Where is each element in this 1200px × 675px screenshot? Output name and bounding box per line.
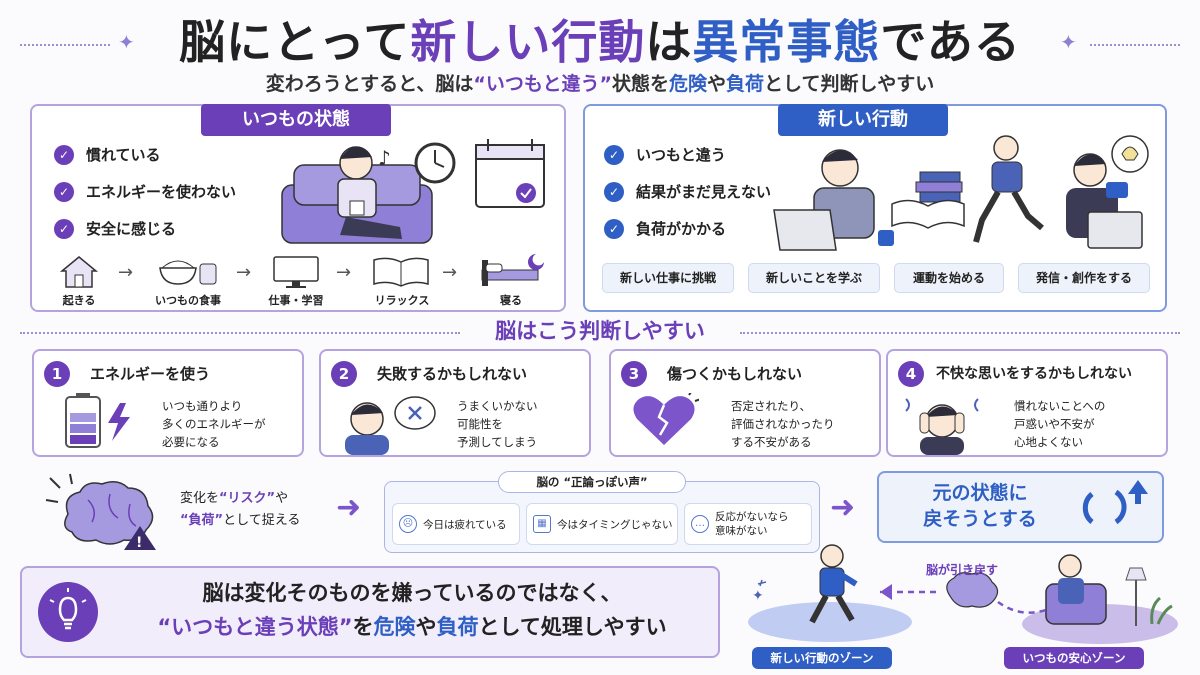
new-zone-label: 新しい行動のゾーン	[752, 647, 892, 669]
card-hurt: 3 傷つくかもしれない 否定されたり、評価されなかったりする不安がある	[609, 349, 881, 457]
card-desc: 慣れないことへの戸惑いや不安が心地よくない	[1014, 399, 1106, 449]
svg-text:♪: ♪	[378, 146, 391, 170]
usual-check-3: ✓安全に感じる	[54, 218, 176, 239]
refresh-cycle-icon	[1082, 480, 1148, 525]
arrow-right-icon: →	[336, 262, 352, 283]
card-number: 3	[621, 361, 647, 387]
lightbulb-icon	[38, 582, 98, 642]
summary-text: 脳は変化そのものを嫌っているのではなく、 “いつもと違う状態”を危険や負荷として…	[157, 581, 667, 639]
judge-divider-left	[20, 332, 460, 334]
arrow-right-icon: →	[236, 262, 252, 283]
example-new-job: 新しい仕事に挑戦	[602, 263, 734, 293]
new-check-3: ✓負荷がかかる	[604, 218, 726, 239]
battery-icon	[65, 393, 130, 448]
card-number: 2	[331, 361, 357, 387]
check-icon: ✓	[54, 218, 74, 239]
example-exercise: 運動を始める	[894, 263, 1004, 293]
flow-meal: いつもの食事	[155, 294, 221, 307]
page-subtitle: 変わろうとすると、脳は“いつもと違う”状態を危険や負荷として判断しやすい	[265, 73, 935, 95]
monitor-icon	[273, 256, 319, 288]
header-left-line	[20, 44, 110, 46]
worried-person-icon	[345, 396, 436, 455]
summary-box	[20, 566, 720, 658]
usual-check-1: ✓慣れている	[54, 144, 161, 165]
card-title: エネルギーを使う	[90, 365, 211, 383]
arrow-right-icon: ➜	[336, 490, 362, 525]
card-discomfort: 4 不快な思いをするかもしれない 慣れないことへの戸惑いや不安が心地よくない	[886, 349, 1168, 457]
flow-work: 仕事・学習	[268, 294, 324, 307]
speech-bubble-icon: …	[691, 515, 709, 533]
check-icon: ✓	[54, 181, 74, 202]
card-desc: 否定されたり、評価されなかったりする不安がある	[731, 399, 835, 449]
calendar-icon: ▦	[533, 515, 551, 533]
card-title: 不快な思いをするかもしれない	[936, 366, 1132, 382]
judge-title: 脳はこう判断しやすい	[495, 319, 705, 343]
svg-text:!: !	[136, 535, 142, 550]
house-icon	[59, 256, 99, 288]
new-action-illustration	[773, 135, 1149, 251]
check-icon: ✓	[604, 144, 624, 165]
voice-title: 脳の “正論っぽい声”	[498, 471, 686, 493]
voice-timing: ▦今はタイミングじゃない	[526, 503, 678, 545]
check-icon: ✓	[604, 181, 624, 202]
risk-text: 変化を“リスク”や “負荷”として捉える	[180, 491, 301, 528]
card-energy: 1 エネルギーを使う いつも通りより多くのエネルギーが必要になる	[32, 349, 304, 457]
sparkle-icon: ✦	[1060, 30, 1077, 54]
example-learn: 新しいことを学ぶ	[748, 263, 880, 293]
arrow-right-icon: ➜	[830, 490, 856, 525]
header-right-line	[1090, 44, 1180, 46]
page-title: 脳にとって新しい行動は異常事態である	[179, 15, 1021, 69]
new-check-1: ✓いつもと違う	[604, 144, 726, 165]
return-text: 元の状態に戻そうとする	[923, 482, 1037, 530]
stressed-person-icon	[905, 398, 979, 455]
card-title: 傷つくかもしれない	[667, 365, 803, 383]
pullback-label: 脳が引き戻す	[926, 563, 999, 577]
return-box	[877, 471, 1164, 543]
card-desc: いつも通りより多くのエネルギーが必要になる	[162, 399, 266, 449]
book-icon	[373, 257, 429, 287]
card-failure: 2 失敗するかもしれない うまくいかない可能性を予測してしまう	[319, 349, 591, 457]
new-check-2: ✓結果がまだ見えない	[604, 181, 771, 202]
card-number: 1	[44, 361, 70, 387]
card-title: 失敗するかもしれない	[377, 365, 528, 383]
broken-heart-icon	[633, 393, 699, 445]
usual-state-tag: いつもの状態	[201, 104, 391, 136]
judge-divider-right	[740, 332, 1180, 334]
card-number: 4	[898, 361, 924, 387]
voice-tired: ☹今日は疲れている	[392, 503, 520, 545]
check-icon: ✓	[604, 218, 624, 239]
sad-face-icon: ☹	[399, 515, 417, 533]
check-icon: ✓	[54, 144, 74, 165]
flow-sleep: 寝る	[500, 294, 522, 307]
voice-no-response: …反応がないなら意味がない	[684, 503, 812, 545]
arrow-right-icon: →	[118, 262, 134, 283]
new-action-tag: 新しい行動	[778, 104, 948, 136]
brain-warning-icon: !	[45, 473, 156, 550]
example-create: 発信・創作をする	[1018, 263, 1150, 293]
usual-check-2: ✓エネルギーを使わない	[54, 181, 236, 202]
safe-zone-label: いつもの安心ゾーン	[1004, 647, 1144, 669]
sparkle-icon: ✦	[118, 30, 135, 54]
flow-wake: 起きる	[62, 294, 96, 307]
svg-text:✦: ✦	[752, 588, 764, 604]
flow-relax: リラックス	[374, 294, 430, 307]
bowl-icon	[159, 260, 217, 285]
card-desc: うまくいかない可能性を予測してしまう	[457, 399, 538, 449]
zones-illustration: ✦	[748, 544, 1178, 644]
relaxing-person-illustration: ♪	[281, 139, 545, 244]
arrow-right-icon: →	[442, 262, 458, 283]
bed-icon	[481, 254, 544, 286]
